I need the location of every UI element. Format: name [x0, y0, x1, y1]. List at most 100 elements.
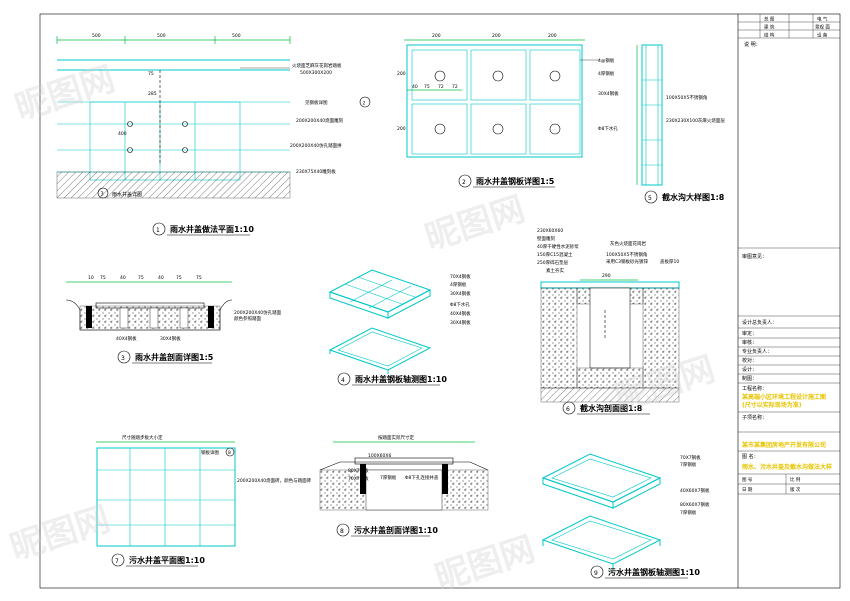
drawing-3-section: 10 75 40 75 40 75 75 200X200X40仿孔踏面 颜色参照…	[65, 275, 282, 364]
d2-sd-2: 72	[438, 84, 444, 90]
d9-note-0: 70X7钢板	[680, 454, 701, 461]
d8-note-4: Φ8下孔连接井盖	[405, 474, 439, 481]
d6-note-2: 40厚干硬性水泥砂浆	[537, 243, 579, 250]
dim-500-c: 500	[232, 33, 241, 39]
d8-note-0: 100X60X6	[368, 453, 391, 459]
d2-note-3: Φ8下水孔	[598, 125, 618, 132]
d6-note-3: 灰色火烧面花岗岩	[610, 240, 646, 247]
tb-drawing-label: 图 名：	[742, 453, 759, 460]
tb-staff-6: 制图：	[742, 375, 757, 382]
d8-note-2: 70X7钢板	[348, 475, 369, 482]
svg-text:8: 8	[228, 450, 231, 456]
title-d7: 污水井盖平面图1:10	[129, 555, 205, 565]
title-d1: 雨水井盖做法平面1:10	[170, 224, 254, 234]
watermark-4: 昵图网	[5, 499, 114, 569]
tag-2: 2	[462, 179, 466, 186]
tb-staff-3: 专业负责人：	[742, 348, 772, 355]
title-d2: 雨水井盖钢板详图1:5	[476, 176, 555, 186]
tb-owner: 某市某集团房地产开发有限公司	[742, 441, 826, 449]
d2-dim-2: 200	[548, 33, 557, 39]
drawing-7-sewer-plan: 尺寸随踏步板大小定 钢板详图 8 200X200X40烧面砖，颜色与踏面砖 7 …	[96, 434, 312, 567]
d3-note-3: 30X4钢板	[160, 335, 181, 342]
tb-staff-5: 设计：	[742, 366, 757, 373]
d6-note-7: 100X50X5不锈钢角	[606, 251, 647, 258]
title-d5: 截水沟大样图1:8	[662, 192, 725, 202]
d6-note-8: 采用C3钢板砂光镀锌	[606, 258, 649, 265]
d8-note-1: 80X7钢板	[348, 467, 369, 474]
tb-stamp: 审图意见：	[742, 253, 767, 260]
tb-project-yellow-1: (尺寸以实际现场为准)	[742, 401, 802, 409]
sheet-border	[39, 13, 841, 589]
d9-note-2: 40X60X7钢板	[680, 487, 710, 494]
d2-note-0: 4@钢板	[598, 57, 615, 64]
d4-note-4: 40X4钢板	[450, 310, 471, 317]
d7-note-0: 钢板详图	[201, 449, 219, 456]
tag-6: 6	[566, 406, 570, 413]
d4-note-1: 4厚钢板	[450, 281, 467, 288]
title-d4: 雨水井盖钢板轴测图1:10	[355, 374, 447, 384]
d8-top: 按踏面实际尺寸定	[378, 434, 414, 441]
tb-staff-2: 审核：	[742, 339, 757, 346]
d3-dim-5: 40	[158, 275, 164, 281]
d6-note-5: 250厚碎石垫层	[537, 259, 569, 266]
note-d1-3: 200X200X40烧面雕刻	[296, 117, 344, 124]
d8-note-3: 7厚钢板	[380, 474, 397, 481]
note-d1-4: 200X200X40仿孔踏面拼	[290, 142, 342, 149]
d3-dim-4: 75	[138, 275, 144, 281]
watermark-2: 昵图网	[420, 189, 529, 259]
d4-note-2: 30X4钢板	[450, 290, 471, 297]
dim-v-75: 75	[148, 71, 154, 77]
d6-note-4: 150厚C15混凝土	[537, 251, 573, 258]
d6-note-6: 素土夯实	[546, 267, 564, 274]
tb-r0-a: 总 图	[764, 16, 775, 23]
tb-staff-0: 设计总负责人：	[742, 319, 777, 326]
tag-3: 3	[121, 355, 125, 362]
tb-staff-1: 审定：	[742, 330, 757, 337]
d2-sd-3: 72	[452, 84, 458, 90]
d6-note-9: 盖板厚10	[660, 258, 679, 265]
title-block: 总 图 电 气 建 筑 景观 面 结 构 设 备 说 明： 审图意见： 设计总负…	[738, 14, 840, 495]
dim-v-285: 285	[148, 91, 157, 97]
d5-note-0: 100X50X5不锈钢角	[666, 94, 707, 101]
drawing-9-sewer-isometric: 70X7钢板 7厚钢板 40X60X7钢板 80X60X7钢板 7厚钢板 9 污…	[541, 453, 710, 579]
tb-sub-label: 子项名称：	[742, 414, 767, 421]
d4-note-3: Φ8下水孔	[450, 301, 470, 308]
d9-note-3: 80X60X7钢板	[680, 501, 710, 508]
d2-side-0: 200	[397, 71, 406, 77]
note-d1-0: 火烧面芝麻灰花岗岩踏板	[292, 62, 342, 69]
tb-meta-1: 比 例	[790, 476, 801, 483]
drawing-5-gutter-detail: 100X50X5不锈钢角 230X230X100灰麻火烧面层 5 截水沟大样图1…	[636, 44, 725, 204]
d3-dim-1: 75	[100, 275, 106, 281]
tb-meta-3: 版 次	[790, 486, 801, 493]
drawing-8-sewer-section: 按踏面实际尺寸定 100X60X6 80X7钢板 70X7钢板 7厚钢板 Φ8下…	[319, 434, 489, 537]
tb-project-yellow-0: 某高端小区环境工程设计施工图	[742, 393, 826, 401]
tb-r2-b: 设 备	[817, 32, 828, 39]
tb-drawing-yellow: 雨水、污水井盖及截水沟做法大样	[742, 463, 832, 471]
d6-note-0: 230X60X60	[537, 228, 563, 234]
drawing-2-steel-plate: 200 200 200 40 75 72 72 200 200 4@钢板 4厚钢…	[397, 33, 619, 188]
d4-note-0: 70X4钢板	[450, 273, 471, 280]
d6-note-1: 壁面雕刻	[537, 235, 555, 242]
tb-project-label: 工程名称：	[742, 385, 767, 392]
note-d1-5: 230X75X40雕刻板	[296, 168, 336, 175]
tb-meta-0: 图 号	[742, 477, 753, 483]
tb-r2-a: 结 构	[764, 32, 775, 39]
d5-note-1: 230X230X100灰麻火烧面层	[666, 117, 725, 124]
tb-staff-4: 校对：	[742, 357, 757, 364]
d2-side-1: 200	[397, 126, 406, 132]
tag-8: 8	[340, 528, 344, 535]
d3-dim-3: 40	[120, 275, 126, 281]
dim-500-a: 500	[92, 33, 101, 39]
watermark-1: 昵图网	[10, 59, 119, 129]
d6-dim: 290	[602, 273, 611, 279]
d2-dim-1: 200	[492, 33, 501, 39]
note-d1-2: 见钢板详图	[305, 99, 328, 106]
d3-dim-0: 10	[88, 275, 94, 281]
title-d6: 截水沟剖面图1:8	[580, 403, 643, 413]
svg-text:2: 2	[363, 101, 366, 107]
tag-4: 4	[341, 377, 345, 384]
title-d8: 污水井盖剖面详图1:10	[354, 525, 438, 535]
d7-top: 尺寸随踏步板大小定	[122, 434, 163, 441]
dim-v-400: 400	[118, 131, 127, 137]
